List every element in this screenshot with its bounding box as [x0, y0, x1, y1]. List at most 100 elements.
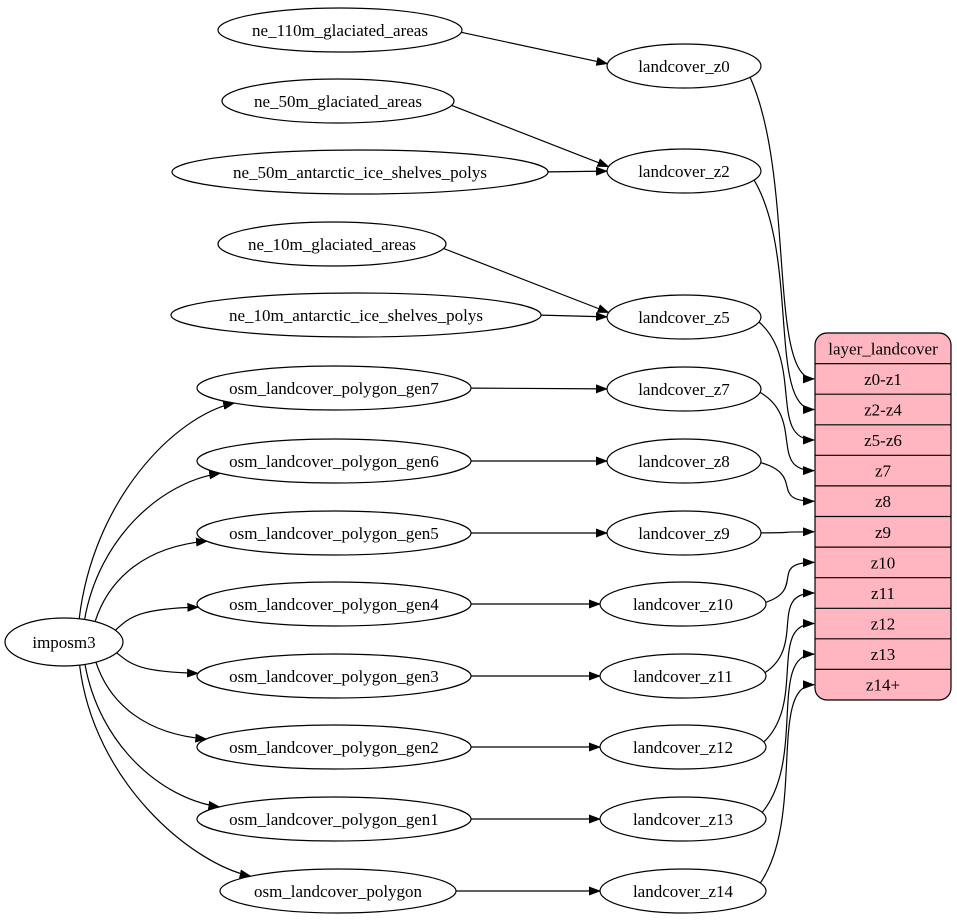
- node-ellipse: [606, 510, 762, 556]
- node-osm_landcover_polygon_gen5: osm_landcover_polygon_gen5: [196, 510, 472, 556]
- node-ellipse: [196, 438, 472, 484]
- node-label: ne_10m_antarctic_ice_shelves_polys: [229, 306, 483, 325]
- edge-ne_50m_antarctic_ice_shelves_polys-landcover_z2: [547, 166, 608, 176]
- node-label: landcover_z0: [638, 57, 730, 76]
- node-label: osm_landcover_polygon_gen1: [229, 810, 439, 829]
- node-ellipse: [219, 868, 457, 914]
- node-ellipse: [599, 796, 767, 842]
- node-ellipse: [196, 581, 472, 627]
- node-label: osm_landcover_polygon_gen4: [229, 595, 439, 614]
- edge-landcover_z11-layer_landcover-row-7: [764, 588, 815, 674]
- node-landcover_z8: landcover_z8: [606, 438, 762, 484]
- node-ellipse: [196, 365, 472, 411]
- node-landcover_z2: landcover_z2: [606, 148, 762, 194]
- record-row-z5-z6: z5-z6: [864, 431, 902, 450]
- edge-landcover_z7-layer_landcover-row-3: [759, 391, 815, 476]
- edge-imposm3-osm_landcover_polygon_gen1: [84, 664, 221, 810]
- node-osm_landcover_polygon: osm_landcover_polygon: [219, 868, 457, 914]
- record-row-z11: z11: [871, 584, 895, 603]
- edge-landcover_z10-layer_landcover-row-6: [765, 557, 815, 603]
- edge-imposm3-osm_landcover_polygon: [79, 665, 252, 879]
- nodes: imposm3 ne_110m_glaciated_areas ne_50m_gla…: [4, 7, 767, 914]
- node-ellipse: [171, 149, 549, 195]
- edge-ne_50m_glaciated_areas-landcover_z2: [451, 104, 610, 168]
- node-osm_landcover_polygon_gen1: osm_landcover_polygon_gen1: [196, 796, 472, 842]
- node-label: osm_landcover_polygon_gen6: [229, 452, 439, 471]
- edge-landcover_z8-layer_landcover-row-4: [760, 462, 815, 506]
- node-label: ne_50m_glaciated_areas: [254, 92, 422, 111]
- node-landcover_z0: landcover_z0: [606, 43, 762, 89]
- node-ne_50m_antarctic_ice_shelves_polys: ne_50m_antarctic_ice_shelves_polys: [171, 149, 549, 195]
- node-label: ne_10m_glaciated_areas: [248, 235, 416, 254]
- edge-landcover_z2-layer_landcover-row-1: [753, 179, 815, 414]
- node-ellipse: [217, 221, 447, 267]
- record-row-z10: z10: [871, 553, 896, 572]
- edge-imposm3-osm_landcover_polygon_gen5: [94, 537, 208, 622]
- node-osm_landcover_polygon_gen7: osm_landcover_polygon_gen7: [196, 365, 472, 411]
- edge-landcover_z5-layer_landcover-row-2: [758, 321, 815, 445]
- node-osm_landcover_polygon_gen2: osm_landcover_polygon_gen2: [196, 724, 472, 770]
- node-label: landcover_z2: [638, 162, 730, 181]
- node-label: osm_landcover_polygon_gen3: [229, 667, 439, 686]
- node-ellipse: [196, 796, 472, 842]
- record-row-z7: z7: [875, 462, 892, 481]
- node-ellipse: [606, 148, 762, 194]
- node-ne_110m_glaciated_areas: ne_110m_glaciated_areas: [217, 7, 463, 53]
- edge-imposm3-osm_landcover_polygon_gen7: [78, 401, 236, 619]
- node-label: landcover_z10: [633, 595, 733, 614]
- edge-imposm3-osm_landcover_polygon_gen2: [95, 662, 208, 743]
- record-row-z2-z4: z2-z4: [864, 401, 902, 420]
- record-row-z8: z8: [875, 492, 891, 511]
- node-label: osm_landcover_polygon_gen2: [229, 738, 439, 757]
- edge-landcover_z0-layer_landcover-row-0: [749, 77, 815, 384]
- edge-ne_110m_glaciated_areas-landcover_z0: [461, 31, 609, 66]
- record-layer_landcover: layer_landcoverz0-z1z2-z4z5-z6z7z8z9z10z…: [814, 332, 952, 701]
- node-ellipse: [196, 510, 472, 556]
- edge-osm_landcover_polygon_gen7-landcover_z7: [470, 384, 608, 394]
- edge-imposm3-osm_landcover_polygon_gen4: [114, 602, 200, 631]
- edge-imposm3-osm_landcover_polygon_gen3: [116, 652, 200, 678]
- node-ellipse: [221, 78, 455, 124]
- node-landcover_z11: landcover_z11: [599, 653, 767, 699]
- node-ellipse: [196, 724, 472, 770]
- node-ellipse: [606, 438, 762, 484]
- node-osm_landcover_polygon_gen4: osm_landcover_polygon_gen4: [196, 581, 472, 627]
- node-label: osm_landcover_polygon_gen7: [229, 379, 439, 398]
- node-osm_landcover_polygon_gen3: osm_landcover_polygon_gen3: [196, 653, 472, 699]
- node-ellipse: [599, 581, 767, 627]
- record-row-z12: z12: [871, 615, 896, 634]
- node-ellipse: [599, 724, 767, 770]
- node-label: landcover_z7: [638, 380, 730, 399]
- edge-landcover_z12-layer_landcover-row-8: [763, 619, 815, 743]
- node-ellipse: [599, 653, 767, 699]
- node-ellipse: [196, 653, 472, 699]
- node-landcover_z14: landcover_z14: [599, 868, 767, 914]
- node-ellipse: [606, 366, 762, 412]
- node-label: landcover_z11: [633, 667, 732, 686]
- node-ellipse: [217, 7, 463, 53]
- node-ellipse: [606, 43, 762, 89]
- edge-ne_10m_glaciated_areas-landcover_z5: [443, 247, 610, 314]
- node-label: imposm3: [32, 633, 95, 652]
- node-landcover_z12: landcover_z12: [599, 724, 767, 770]
- node-ne_50m_glaciated_areas: ne_50m_glaciated_areas: [221, 78, 455, 124]
- node-landcover_z9: landcover_z9: [606, 510, 762, 556]
- node-ne_10m_antarctic_ice_shelves_polys: ne_10m_antarctic_ice_shelves_polys: [170, 292, 542, 338]
- edge-landcover_z9-layer_landcover-row-5: [760, 527, 815, 537]
- node-ellipse: [606, 294, 762, 340]
- edge-landcover_z14-layer_landcover-row-10: [759, 680, 815, 884]
- node-ne_10m_glaciated_areas: ne_10m_glaciated_areas: [217, 221, 447, 267]
- record-row-z0-z1: z0-z1: [864, 370, 902, 389]
- edge-ne_10m_antarctic_ice_shelves_polys-landcover_z5: [540, 312, 608, 322]
- node-label: landcover_z5: [638, 308, 730, 327]
- node-label: landcover_z9: [638, 524, 730, 543]
- node-label: osm_landcover_polygon_gen5: [229, 524, 439, 543]
- node-label: ne_110m_glaciated_areas: [252, 21, 428, 40]
- node-label: landcover_z14: [633, 882, 734, 901]
- record-row-z9: z9: [875, 523, 891, 542]
- node-label: landcover_z8: [638, 452, 730, 471]
- edges: [78, 31, 815, 896]
- edge-landcover_z13-layer_landcover-row-9: [761, 649, 815, 813]
